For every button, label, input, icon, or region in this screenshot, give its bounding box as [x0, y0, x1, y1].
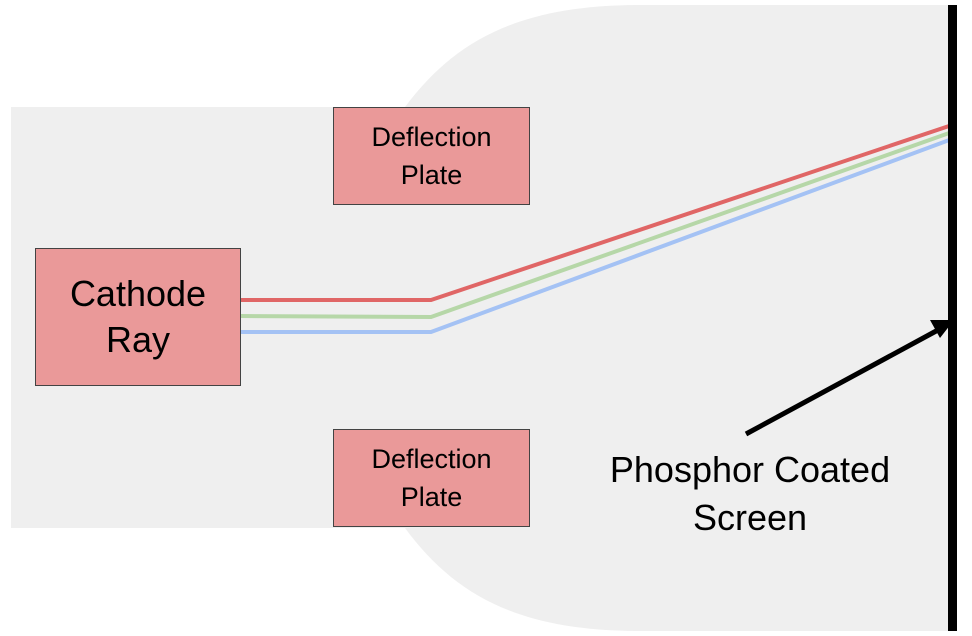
red-ray	[241, 123, 953, 302]
plate-bottom-label-line2: Plate	[400, 482, 463, 512]
tube-bulb	[405, 5, 952, 631]
deflection-plate-top: Deflection Plate	[333, 107, 530, 205]
cathode-ray-box: Cathode Ray	[35, 248, 241, 386]
blue-ray	[241, 137, 953, 334]
screen-label-line2: Screen	[692, 497, 808, 538]
plate-bottom-label-line1: Deflection	[371, 444, 492, 474]
plate-top-label-line1: Deflection	[371, 122, 492, 152]
screen-label-line1: Phosphor Coated	[609, 449, 891, 490]
plate-top-label-line2: Plate	[400, 160, 463, 190]
arrow-icon	[744, 320, 954, 437]
phosphor-screen	[948, 5, 957, 631]
screen-label: Phosphor Coated Screen	[560, 446, 940, 542]
cathode-label-line1: Cathode	[69, 273, 207, 314]
green-ray	[240, 130, 953, 320]
deflection-plate-bottom: Deflection Plate	[333, 429, 530, 527]
cathode-label-line2: Ray	[105, 319, 171, 360]
